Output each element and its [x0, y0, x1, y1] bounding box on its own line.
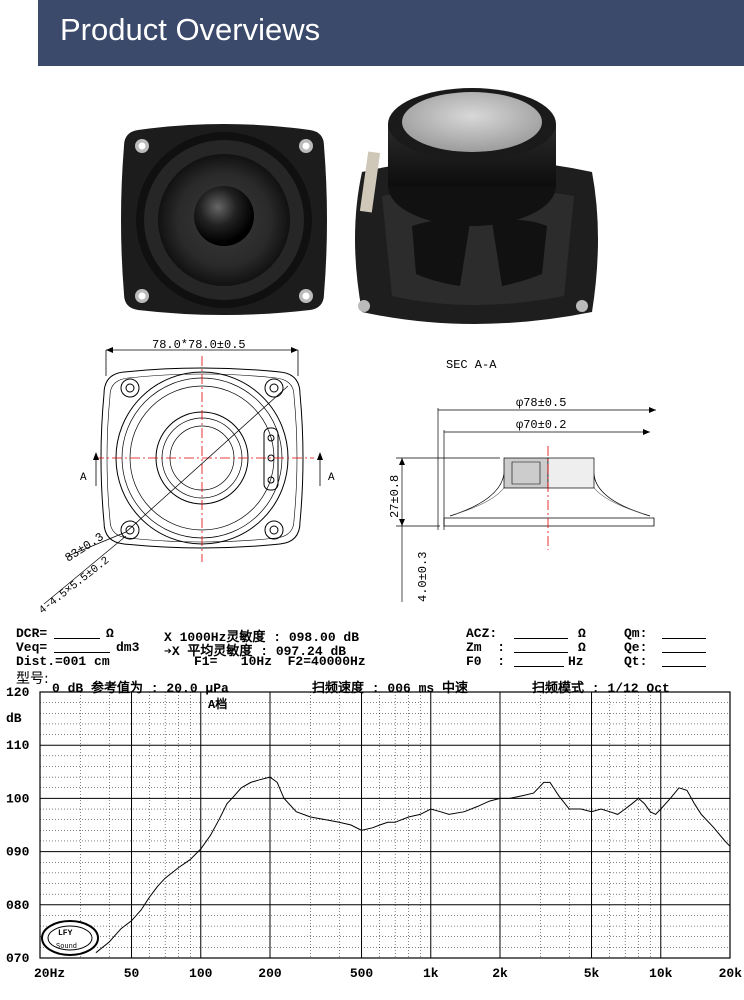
qe-value-blank — [662, 652, 706, 653]
x-tick-label: 100 — [189, 966, 213, 980]
frequency-range: F1= 10Hz F2=40000Hz — [194, 654, 366, 669]
qm-value-blank — [662, 638, 706, 639]
major-grid — [39, 691, 731, 959]
x-tick-label: 20k — [719, 966, 743, 980]
header-banner: Product Overviews — [38, 0, 744, 66]
response-curve — [95, 776, 731, 954]
speaker-front-photo — [121, 124, 327, 315]
holes-dim-label: 4-4.5×5.5±0.2 — [37, 555, 112, 616]
minor-grid — [40, 692, 730, 958]
outer-dia-label: φ78±0.5 — [516, 396, 566, 410]
brand-logo: LFY Sound — [41, 920, 99, 956]
x-tick-label: 2k — [492, 966, 508, 980]
plot-frame — [39, 691, 731, 959]
zm-unit: Ω — [578, 640, 586, 655]
acz-label: ACZ: — [466, 626, 498, 641]
front-technical-drawing: 78.0*78.0±0.5 A A 83±0.3 4-4.5×5.5±0.2 — [37, 338, 335, 616]
f0-unit: Hz — [568, 654, 584, 669]
acz-value-blank — [514, 638, 568, 639]
zm-label: Zm : — [466, 640, 506, 655]
section-label: SEC A-A — [446, 358, 497, 372]
f0-label: F0 : — [466, 654, 506, 669]
f0-value-blank — [514, 666, 564, 667]
x-tick-label: 20Hz — [34, 966, 65, 980]
y-tick-label: 080 — [6, 898, 30, 913]
qt-value-blank — [662, 666, 706, 667]
sensitivity-1khz: X 1000Hz灵敏度 : 098.00 dB — [164, 630, 360, 645]
dcr-label: DCR= — [16, 626, 48, 641]
qe-label: Qe: — [624, 640, 648, 655]
x-tick-label: 5k — [584, 966, 600, 980]
veq-label: Veq= — [16, 640, 48, 655]
speaker-back-photo — [355, 88, 598, 324]
y-tick-label: 090 — [6, 845, 30, 860]
dcr-value-blank — [54, 638, 100, 639]
y-tick-label: 100 — [6, 791, 30, 806]
x-tick-label: 200 — [258, 966, 282, 980]
x-tick-label: 1k — [423, 966, 439, 980]
height-dim-label: 27±0.8 — [388, 475, 402, 518]
y-tick-label: 070 — [6, 951, 30, 966]
zm-value-blank — [514, 652, 568, 653]
model-label: 型号: — [16, 671, 49, 687]
qm-label: Qm: — [624, 626, 648, 641]
average-sensitivity: ➔X 平均灵敏度 : 097.24 dB — [164, 644, 347, 659]
y-tick-label: 110 — [6, 738, 30, 753]
y-tick-labels: 070 080 090 100 110 120 — [6, 685, 30, 966]
section-mark-right: A — [328, 472, 335, 484]
x-tick-label: 50 — [124, 966, 140, 980]
front-dim-label: 78.0*78.0±0.5 — [152, 338, 246, 352]
page-title: Product Overviews — [60, 12, 321, 47]
x-tick-label: 10k — [649, 966, 673, 980]
inner-dia-label: φ70±0.2 — [516, 418, 566, 432]
logo-bottom-text: Sound — [56, 943, 77, 951]
y-tick-label: 120 — [6, 685, 30, 700]
veq-value-blank — [54, 652, 110, 653]
y-unit-label: dB — [6, 711, 22, 726]
dcr-unit: Ω — [106, 626, 114, 641]
veq-unit: dm3 — [116, 640, 140, 655]
weighting-label: A档 — [208, 696, 227, 712]
x-tick-labels: 20Hz 50 100 200 500 1k 2k 5k 10k 20k — [34, 966, 742, 980]
logo-top-text: LFY — [58, 929, 73, 938]
qt-label: Qt: — [624, 654, 648, 669]
x-tick-label: 500 — [350, 966, 374, 980]
section-mark-left: A — [80, 472, 87, 484]
flange-dim-label: 4.0±0.3 — [416, 552, 430, 602]
section-technical-drawing: SEC A-A φ78±0.5 φ70±0.2 27±0.8 4.0±0.3 — [388, 358, 656, 602]
frequency-response-chart: A档 dB 070 080 090 100 110 120 20Hz 50 100 200 500… — [6, 685, 742, 980]
distance-label: Dist.=001 cm — [16, 654, 110, 669]
acz-unit: Ω — [578, 626, 586, 641]
